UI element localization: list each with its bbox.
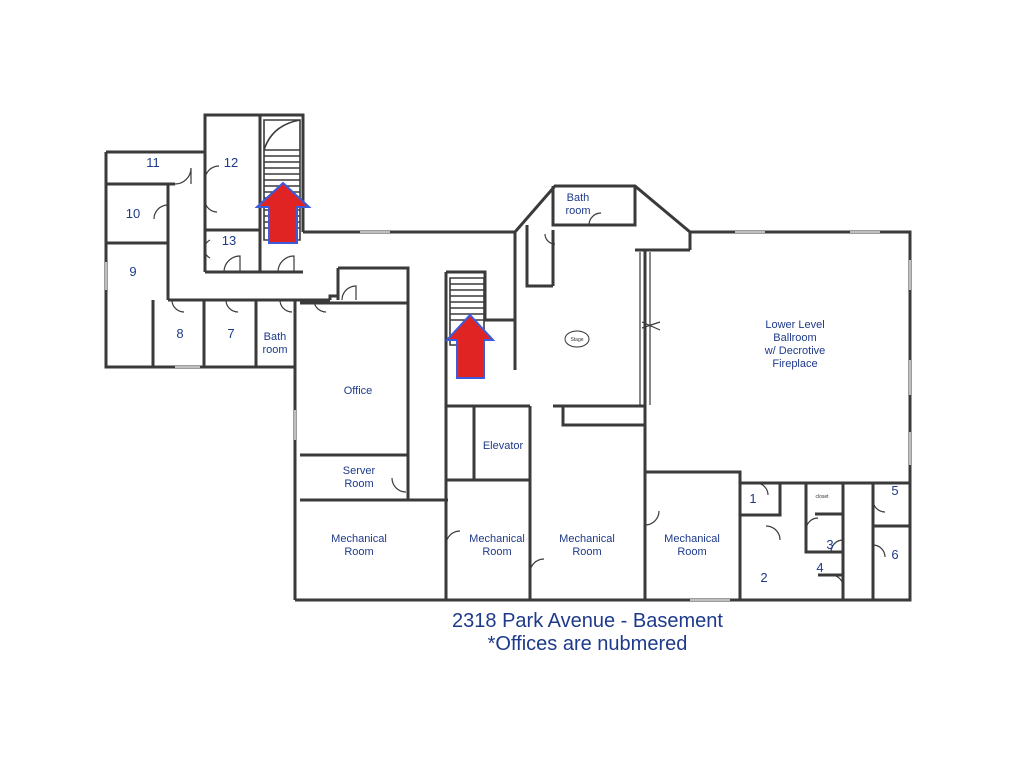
bath-top-label-1: Bath (567, 192, 590, 204)
ballroom-features (564, 252, 661, 405)
room-7-label: 7 (227, 326, 234, 341)
room-11-label: 11 (146, 155, 160, 170)
room-13-label: 13 (222, 233, 236, 248)
mechanical-room-4-label-2: Room (677, 546, 706, 558)
mechanical-room-1-label-1: Mechanical (331, 533, 387, 545)
mechanical-room-1-label-2: Room (344, 546, 373, 558)
stairs-arrow-center-icon (444, 313, 496, 379)
plan-subtitle: *Offices are nubmered (487, 633, 688, 655)
ballroom-label-2: Ballroom (773, 332, 816, 344)
server-room-label-2: Room (344, 478, 373, 490)
mechanical-room-4-label-1: Mechanical (664, 533, 720, 545)
room-8-label: 8 (176, 326, 183, 341)
closet-label: closet (815, 494, 829, 500)
stage-label: Stage (570, 337, 583, 343)
windows (105, 231, 911, 601)
room-6-label: 6 (891, 547, 898, 562)
room-labels: 11 12 10 13 9 8 7 Bath room Bath room Of… (126, 155, 899, 585)
right-offices (740, 481, 910, 600)
ballroom-label-3: w/ Decrotive (764, 345, 826, 357)
plan-title: 2318 Park Avenue - Basement (452, 610, 723, 632)
mechanical-room-3-label-2: Room (572, 546, 601, 558)
room-9-label: 9 (129, 264, 136, 279)
doors-left (153, 165, 327, 313)
office-label: Office (344, 385, 373, 397)
ballroom-label-1: Lower Level (765, 319, 824, 331)
elevator-label: Elevator (483, 440, 524, 452)
server-room-label-1: Server (343, 465, 376, 477)
room-4-label: 4 (816, 560, 823, 575)
mechanical-room-3-label-1: Mechanical (559, 533, 615, 545)
ballroom-label-4: Fireplace (772, 358, 817, 370)
bath-left-label-1: Bath (264, 331, 287, 343)
bath-left-label-2: room (262, 344, 287, 356)
room-1-label: 1 (749, 491, 756, 506)
office-block (300, 266, 448, 502)
mechanical-room-2-label-1: Mechanical (469, 533, 525, 545)
room-5-label: 5 (891, 483, 898, 498)
mechanical-room-2-label-2: Room (482, 546, 511, 558)
bath-top-label-2: room (565, 205, 590, 217)
left-wing (104, 113, 510, 600)
central-block (295, 184, 912, 602)
room-3-label: 3 (826, 537, 833, 552)
room-2-label: 2 (760, 570, 767, 585)
room-12-label: 12 (224, 155, 238, 170)
room-10-label: 10 (126, 206, 140, 221)
stairs-arrow-upper-icon (254, 181, 312, 244)
